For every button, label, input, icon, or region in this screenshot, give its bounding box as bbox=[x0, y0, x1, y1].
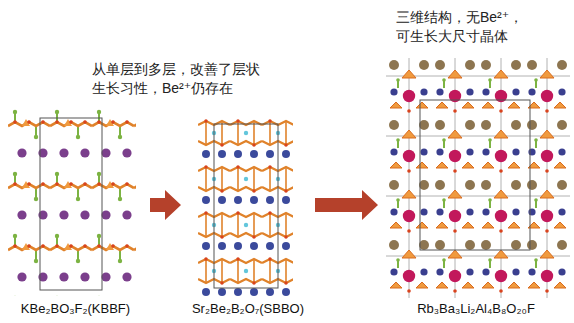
kbbf-structure bbox=[8, 108, 136, 296]
block-arrow bbox=[150, 190, 181, 220]
sbbo-structure bbox=[198, 115, 293, 297]
unit-cell bbox=[40, 118, 102, 290]
block-arrow bbox=[315, 190, 378, 220]
formula-label: Rb₃Ba₃Li₂Al₄B₈O₂₀F bbox=[380, 301, 572, 317]
annotation-text: 从单层到多层，改善了层状 生长习性，Be²⁺仍存在 bbox=[92, 60, 297, 98]
structure-node: Rb₃Ba₃Li₂Al₄B₈O₂₀F bbox=[380, 52, 572, 319]
formula-label: KBe₂BO₃F₂(KBBF) bbox=[3, 301, 148, 317]
annotation-text: 三维结构，无Be²⁺， 可生长大尺寸晶体 bbox=[396, 8, 546, 46]
unit-cell bbox=[214, 124, 278, 288]
structure-node: KBe₂BO₃F₂(KBBF) bbox=[3, 104, 148, 319]
formula-label: Sr₂Be₂B₂O₇(SBBO) bbox=[183, 301, 313, 317]
rbali-structure bbox=[386, 58, 570, 298]
unit-cell bbox=[420, 100, 530, 250]
structure-node: Sr₂Be₂B₂O₇(SBBO) bbox=[183, 110, 313, 319]
